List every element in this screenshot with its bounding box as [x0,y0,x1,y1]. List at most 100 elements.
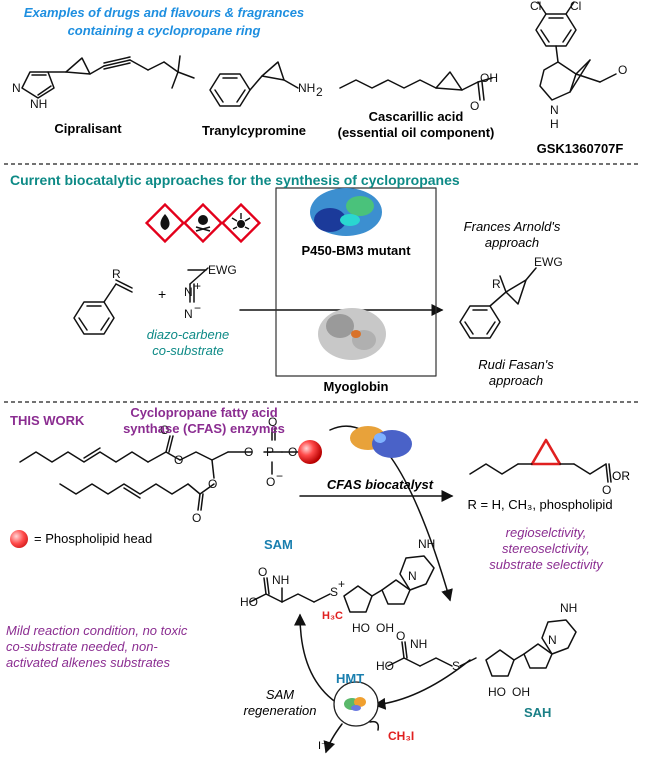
label-arnold-line1: Frances Arnold's [463,219,561,234]
label-gsk: GSK1360707F [536,141,624,156]
atom-NH2-adenine-sah: NH [560,601,577,615]
atom-N-minus: N [184,307,193,321]
atom-EWG-product: EWG [534,255,563,269]
atom-N-sam: N [408,569,417,583]
atom-O-sam: O [258,565,267,579]
atom-O-sah: O [396,629,405,643]
atom-N-sah: N [548,633,557,647]
atom-HO-sah2: HO [488,685,506,699]
atom-HO-sam: HO [240,595,258,609]
atom-O-phos4: O [288,445,297,459]
label-ester-or: OR [612,469,630,483]
atom-H-gsk: H [550,117,559,131]
atom-S-sam: S [330,585,338,599]
atom-N-minus-charge: − [194,301,201,315]
label-enzyme-p450: P450-BM3 mutant [301,243,411,258]
atom-OH-sah: OH [512,685,530,699]
label-cascarillic-line1: Cascarillic acid [368,109,464,124]
atom-NH-imidazole: NH [30,97,47,111]
hmt-to-sam-curved-arrow [294,613,341,706]
label-regen-line1: SAM [265,687,295,702]
sam-structure [249,555,435,613]
atom-R-product: R [492,277,501,291]
cfas-protein-image [350,426,412,458]
sah-structure [387,619,577,677]
atom-N-plus-charge: + [194,279,201,293]
label-diazo-line1: diazo-carbene [146,327,230,342]
cipralisant-structure [21,55,195,99]
label-product-r-definition: R = H, CH₃, phospholipid [467,497,613,512]
cascarillic-structure [339,71,493,101]
ch3i-input-arrow [369,720,380,731]
label-mild-line1: Mild reaction condition, no toxic [6,623,188,638]
myoglobin-protein-image [318,308,386,360]
atom-O-product: O [602,483,611,497]
atom-N-gsk: N [550,103,559,117]
atom-N-imidazole: N [12,81,21,95]
atom-OH-sam: OH [376,621,394,635]
atom-EWG-diazo: EWG [208,263,237,277]
atom-R-styrene: R [112,267,121,281]
atom-O-acid: O [470,99,479,113]
atom-P: P [266,445,274,459]
section1-title-line2: containing a cyclopropane ring [67,23,261,38]
label-sah: SAH [524,705,552,720]
hmt-protein-image [344,697,366,711]
styrene-structure [73,279,133,335]
atom-O-ester1: O [160,423,169,437]
label-mild-line3: activated alkenes substrates [6,655,171,670]
cyclopropanated-product-structure [469,438,612,483]
enzyme-box [275,187,437,377]
phospholipid-structure [19,427,301,511]
tranylcypromine-structure [209,61,299,107]
label-ch3i: CH₃I [388,729,415,743]
atom-NH2-adenine-sam: NH [418,537,435,551]
atom-Cl-right: Cl [570,0,581,13]
label-diazo-line2: co-substrate [152,343,224,358]
atom-N-plus: N [184,285,193,299]
label-cfas-biocatalyst: CFAS biocatalyst [326,477,434,492]
label-cfas-line2: synthase (CFAS) enzymes [123,421,285,436]
atom-O-gsk: O [618,63,627,77]
label-fasan-line2: approach [488,373,544,388]
atom-O-phos3-charge: − [276,469,283,483]
label-selectivity-line2: stereoselctivity, [502,541,590,556]
label-phospholipid-legend: = Phospholipid head [34,531,153,546]
atom-HO-sah: HO [376,659,394,673]
atom-NH2: NH [298,81,315,95]
atom-HO-sam2: HO [352,621,370,635]
label-cfas-line1: Cyclopropane fatty acid [130,405,278,420]
sah-to-hmt-curved-arrow [373,659,471,710]
atom-OH-acid: OH [480,71,498,85]
atom-S-sam-charge: + [338,577,345,591]
label-regen-line2: regeneration [243,703,317,718]
atom-O-phos2: O [268,415,277,429]
section1-title-line1: Examples of drugs and flavours & fragran… [23,5,305,20]
label-arnold-line2: approach [484,235,540,250]
atom-O-phos3: O [266,475,275,489]
label-h3c: H₃C [322,610,343,622]
label-fasan-line1: Rudi Fasan's [478,357,554,372]
label-hmt: HMT [336,671,365,686]
label-cascarillic-line2: (essential oil component) [337,125,495,140]
label-enzyme-myoglobin: Myoglobin [323,379,389,394]
phospholipid-head-legend-icon [10,530,28,548]
diazo-structure [187,267,209,303]
hazard-explosive-icon [220,202,262,244]
atom-O-phos1: O [244,445,253,459]
atom-O-ester1b: O [174,453,183,467]
atom-O-ester2: O [208,477,217,491]
iodide-release-arrow [323,723,343,754]
label-sam: SAM [264,537,293,552]
label-this-work: THIS WORK [10,413,85,428]
atom-Cl-left: Cl [530,0,541,13]
p450-protein-image [310,188,382,236]
atom-NH2-sah: NH [410,637,427,651]
label-selectivity-line3: substrate selectivity [489,557,603,572]
atom-S-sah: S [452,659,460,673]
label-iodide: I⁻ [318,740,327,752]
label-tranylcypromine: Tranylcypromine [201,123,307,138]
atom-NH2-sam: NH [272,573,289,587]
atom-O-ester2b: O [192,511,201,525]
